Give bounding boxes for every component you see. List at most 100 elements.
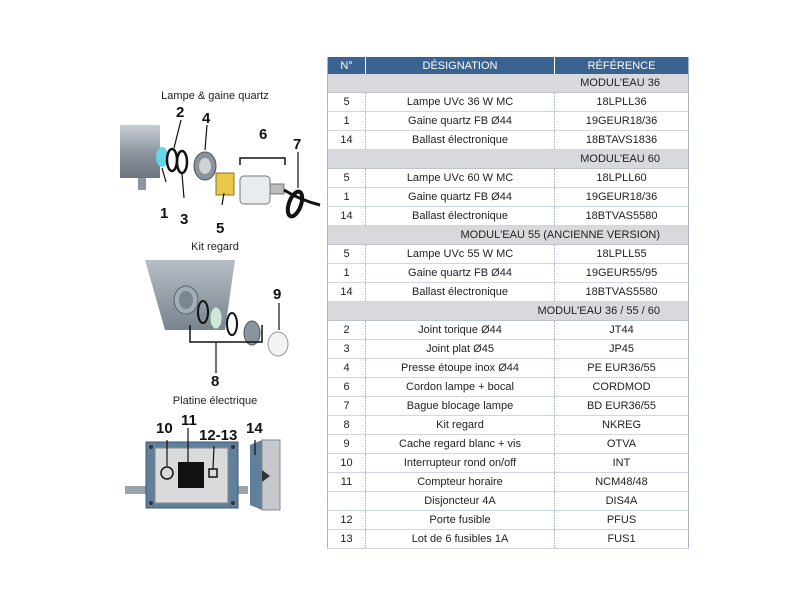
cell-reference: NKREG bbox=[554, 415, 689, 435]
cell-designation: Lot de 6 fusibles 1A bbox=[365, 529, 555, 549]
cell-number: 9 bbox=[327, 434, 366, 454]
cell-designation: Bague blocage lampe bbox=[365, 396, 555, 416]
callout-7: 7 bbox=[293, 136, 302, 153]
col-header-number: N° bbox=[327, 57, 366, 74]
cell-designation: Compteur horaire bbox=[365, 472, 555, 492]
section-title: MODUL'EAU 36 bbox=[327, 74, 689, 93]
cell-number: 4 bbox=[327, 358, 366, 378]
sight-cap-part bbox=[267, 331, 289, 357]
cell-number: 1 bbox=[327, 111, 366, 131]
cell-designation: Interrupteur rond on/off bbox=[365, 453, 555, 473]
cell-number: 5 bbox=[327, 244, 366, 264]
lamp-base-part bbox=[215, 172, 235, 196]
cell-number: 12 bbox=[327, 510, 366, 530]
cell-reference: 18LPLL60 bbox=[554, 168, 689, 188]
cell-reference: CORDMOD bbox=[554, 377, 689, 397]
lamp-section-title: Lampe & gaine quartz bbox=[161, 90, 269, 102]
cell-reference: JP45 bbox=[554, 339, 689, 359]
plate-section-title: Platine électrique bbox=[172, 395, 258, 407]
cell-number bbox=[327, 491, 366, 511]
kit-section-title: Kit regard bbox=[191, 241, 239, 253]
cell-designation: Kit regard bbox=[365, 415, 555, 435]
table-header: N° DÉSIGNATION RÉFÉRENCE bbox=[327, 57, 689, 74]
cell-reference: FUS1 bbox=[554, 529, 689, 549]
cell-number: 7 bbox=[327, 396, 366, 416]
cell-reference: PE EUR36/55 bbox=[554, 358, 689, 378]
o-ring-part bbox=[165, 147, 179, 173]
callout-14: 14 bbox=[246, 420, 263, 437]
cell-number: 3 bbox=[327, 339, 366, 359]
cell-designation: Gaine quartz FB Ø44 bbox=[365, 263, 555, 283]
cell-reference: 18LPLL55 bbox=[554, 244, 689, 264]
cell-reference: JT44 bbox=[554, 320, 689, 340]
cell-reference: NCM48/48 bbox=[554, 472, 689, 492]
kit-nut bbox=[243, 320, 261, 346]
cell-reference: DIS4A bbox=[554, 491, 689, 511]
cell-designation: Presse étoupe inox Ø44 bbox=[365, 358, 555, 378]
cell-designation: Gaine quartz FB Ø44 bbox=[365, 187, 555, 207]
cell-reference: 18BTAVS1836 bbox=[554, 130, 689, 150]
cell-number: 1 bbox=[327, 263, 366, 283]
cell-designation: Lampe UVc 36 W MC bbox=[365, 92, 555, 112]
cell-number: 1 bbox=[327, 187, 366, 207]
section-row: MODUL'EAU 55 (ANCIENNE VERSION) bbox=[327, 225, 689, 245]
cell-number: 5 bbox=[327, 92, 366, 112]
locking-ring-part bbox=[285, 189, 305, 219]
cell-designation: Ballast électronique bbox=[365, 206, 555, 226]
section-row: MODUL'EAU 36 / 55 / 60 bbox=[327, 301, 689, 321]
section-title: MODUL'EAU 55 (ANCIENNE VERSION) bbox=[327, 225, 689, 245]
cell-number: 14 bbox=[327, 130, 366, 150]
cell-number: 2 bbox=[327, 320, 366, 340]
section-title: MODUL'EAU 60 bbox=[327, 149, 689, 169]
callout-4: 4 bbox=[202, 110, 211, 127]
electrical-plate bbox=[125, 428, 281, 511]
cell-reference: 18BTVAS5580 bbox=[554, 206, 689, 226]
parts-illustration bbox=[120, 119, 321, 511]
cell-reference: OTVA bbox=[554, 434, 689, 454]
callout-2: 2 bbox=[176, 104, 185, 121]
callout-11: 11 bbox=[181, 412, 197, 429]
callout-1: 1 bbox=[160, 205, 169, 222]
cell-designation: Cache regard blanc + vis bbox=[365, 434, 555, 454]
quartz-sleeve-part bbox=[156, 147, 168, 167]
cell-designation: Disjoncteur 4A bbox=[365, 491, 555, 511]
cell-number: 5 bbox=[327, 168, 366, 188]
kit-seal-2 bbox=[226, 312, 238, 336]
hour-meter-part bbox=[178, 462, 204, 488]
cell-number: 14 bbox=[327, 282, 366, 302]
callout-10: 10 bbox=[156, 420, 173, 437]
cell-designation: Joint torique Ø44 bbox=[365, 320, 555, 340]
cell-designation: Gaine quartz FB Ø44 bbox=[365, 111, 555, 131]
cell-number: 6 bbox=[327, 377, 366, 397]
cell-number: 11 bbox=[327, 472, 366, 492]
section-row: MODUL'EAU 60 bbox=[327, 149, 689, 169]
cell-reference: 19GEUR18/36 bbox=[554, 187, 689, 207]
cell-reference: 18BTVAS5580 bbox=[554, 282, 689, 302]
section-row: MODUL'EAU 36 bbox=[327, 74, 689, 93]
cell-designation: Joint plat Ø45 bbox=[365, 339, 555, 359]
switch-part bbox=[160, 466, 174, 480]
callout-6: 6 bbox=[259, 126, 268, 143]
cell-number: 8 bbox=[327, 415, 366, 435]
callout-12-13: 12-13 bbox=[199, 427, 238, 444]
cell-reference: BD EUR36/55 bbox=[554, 396, 689, 416]
lamp-cord-part bbox=[239, 175, 271, 205]
cell-reference: 18LPLL36 bbox=[554, 92, 689, 112]
